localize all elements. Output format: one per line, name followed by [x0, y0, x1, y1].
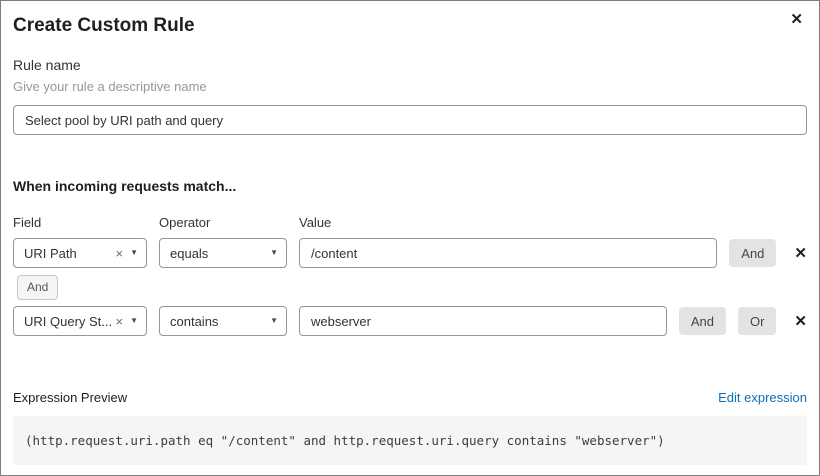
rule-name-section: Rule name Give your rule a descriptive n… — [13, 57, 807, 135]
value-column-label: Value — [299, 215, 332, 230]
chevron-down-icon: ▼ — [270, 316, 278, 326]
field-select-value: URI Path — [24, 245, 77, 261]
match-row: URI Path × ▼ equals ▼ And ✕ — [13, 238, 807, 268]
operator-select-value: equals — [170, 245, 209, 261]
chevron-down-icon: ▼ — [130, 248, 138, 257]
chevron-down-icon: ▼ — [270, 248, 278, 257]
operator-select-value: contains — [170, 313, 219, 329]
match-row: URI Query St... × ▼ contains ▼ And Or ✕ — [13, 306, 807, 337]
field-column-label: Field — [13, 215, 42, 230]
operator-select[interactable]: equals ▼ — [159, 238, 287, 268]
clear-icon[interactable]: × — [115, 313, 124, 329]
match-column-headers: Field Operator Value — [13, 215, 807, 230]
edit-expression-link[interactable]: Edit expression — [718, 390, 807, 406]
close-icon[interactable]: ✕ — [790, 11, 803, 28]
operator-column-label: Operator — [159, 215, 211, 230]
match-heading: When incoming requests match... — [13, 178, 237, 194]
and-button[interactable]: And — [729, 239, 777, 267]
operator-select[interactable]: contains ▼ — [159, 306, 287, 337]
rule-name-hint: Give your rule a descriptive name — [13, 79, 207, 94]
match-section: When incoming requests match... Field Op… — [13, 178, 807, 337]
chevron-down-icon: ▼ — [130, 316, 138, 326]
rule-name-input[interactable] — [13, 105, 807, 135]
value-input[interactable] — [299, 306, 667, 337]
clear-icon[interactable]: × — [115, 245, 124, 261]
delete-row-icon[interactable]: ✕ — [794, 312, 807, 330]
connector-badge: And — [17, 275, 59, 301]
and-button[interactable]: And — [678, 307, 726, 336]
page-title: Create Custom Rule — [13, 15, 195, 36]
value-input[interactable] — [299, 238, 718, 268]
rule-name-label: Rule name — [13, 57, 81, 73]
field-select-value: URI Query St... — [24, 313, 112, 329]
expression-preview-code: (http.request.uri.path eq "/content" and… — [13, 416, 807, 466]
field-select[interactable]: URI Query St... × ▼ — [13, 306, 147, 337]
delete-row-icon[interactable]: ✕ — [794, 244, 807, 262]
expression-preview-label: Expression Preview — [13, 390, 128, 406]
field-select[interactable]: URI Path × ▼ — [13, 238, 147, 268]
or-button[interactable]: Or — [737, 307, 777, 336]
expression-section: Expression Preview Edit expression (http… — [13, 390, 807, 466]
